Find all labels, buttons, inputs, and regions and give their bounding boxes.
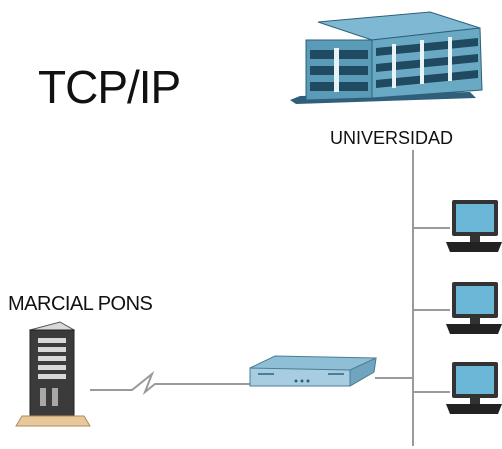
server-label: MARCIAL PONS	[8, 293, 153, 315]
server-tower-icon	[15, 321, 91, 427]
computer-icon	[446, 362, 502, 414]
computer-icon	[446, 282, 502, 334]
network-lines	[90, 150, 450, 446]
university-label: UNIVERSIDAD	[330, 128, 454, 148]
server-to-router-line	[90, 370, 250, 396]
router-icon	[249, 355, 377, 387]
building-icon	[290, 11, 483, 104]
computer-icon	[446, 200, 502, 252]
diagram-title: TCP/IP	[38, 61, 181, 113]
